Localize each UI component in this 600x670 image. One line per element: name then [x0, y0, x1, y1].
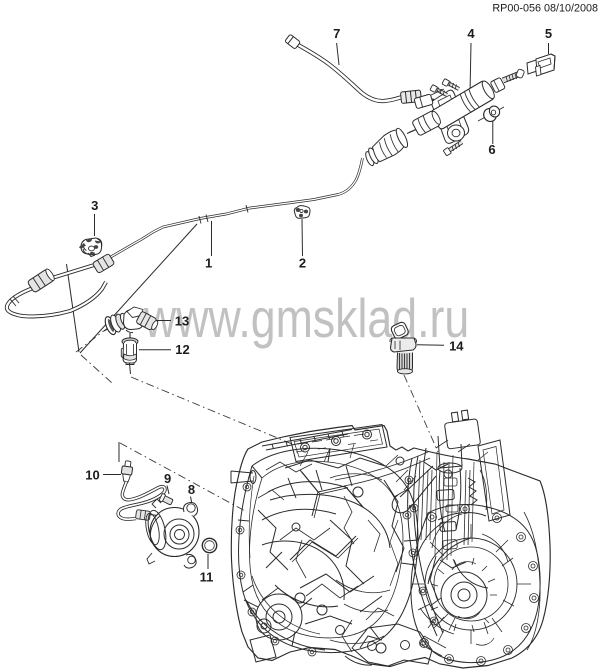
svg-text:www.gmsklad.ru: www.gmsklad.ru: [143, 288, 469, 349]
svg-text:7: 7: [333, 26, 340, 41]
svg-text:11: 11: [200, 570, 214, 585]
svg-text:10: 10: [85, 468, 99, 483]
svg-text:8: 8: [188, 482, 195, 497]
svg-text:13: 13: [175, 314, 189, 329]
svg-text:RP00-056 08/10/2008: RP00-056 08/10/2008: [492, 3, 598, 15]
svg-text:6: 6: [488, 142, 495, 157]
svg-text:1: 1: [205, 256, 212, 271]
svg-text:2: 2: [299, 256, 306, 271]
svg-text:12: 12: [175, 342, 189, 357]
svg-text:3: 3: [91, 198, 98, 213]
svg-text:9: 9: [164, 471, 171, 486]
svg-text:4: 4: [467, 26, 475, 41]
svg-text:14: 14: [449, 339, 464, 354]
svg-text:5: 5: [545, 26, 552, 41]
